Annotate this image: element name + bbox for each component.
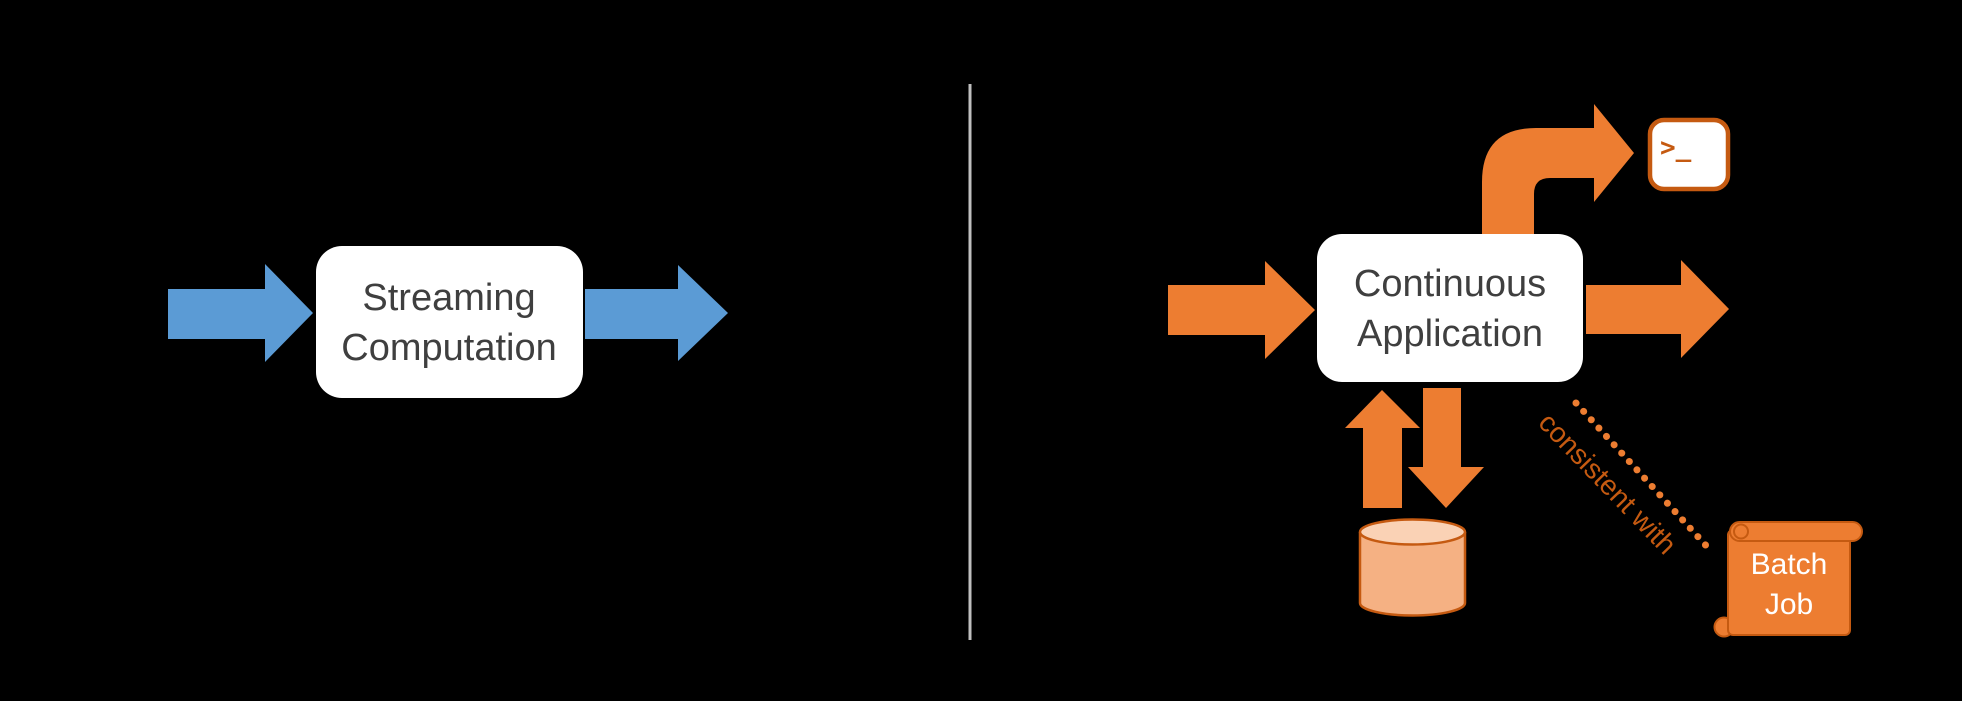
stream-input-arrow-icon — [168, 264, 313, 362]
streaming-box-label-line1: Streaming — [362, 277, 535, 319]
database-icon — [1358, 518, 1467, 617]
stream-output-arrow-icon — [585, 265, 728, 361]
streaming-computation-box — [316, 246, 583, 398]
application-box-label-line2: Application — [1357, 313, 1543, 355]
scroll-top-roll — [1729, 521, 1863, 542]
batch-job-label-line1: Batch — [1751, 548, 1828, 581]
console-icon-prompt: >_ — [1660, 133, 1692, 163]
state-down-arrow-icon — [1408, 388, 1484, 508]
consistency-dotted-line — [1572, 399, 1715, 555]
bent-arrow-to-console-icon — [1482, 104, 1634, 234]
batch-job-label-line2: Job — [1765, 588, 1813, 621]
scroll-top-curl — [1733, 523, 1749, 540]
database-body — [1358, 532, 1467, 617]
continuous-application-diagram: Continuous Application >_ consistent wit… — [1168, 104, 1863, 638]
app-output-arrow-icon — [1586, 260, 1729, 358]
continuous-application-box — [1317, 234, 1583, 382]
consistency-label: consistent with — [1533, 407, 1683, 561]
state-up-arrow-icon — [1345, 390, 1420, 508]
console-icon-frame — [1647, 117, 1731, 192]
console-icon: >_ — [1647, 117, 1731, 192]
app-input-arrow-icon — [1168, 261, 1315, 359]
batch-job-scroll: Batch Job — [1713, 521, 1863, 638]
section-divider — [968, 84, 972, 640]
streaming-box-label-line2: Computation — [341, 327, 556, 369]
database-top — [1358, 518, 1467, 546]
streaming-computation-diagram: Streaming Computation — [168, 246, 728, 398]
application-box-label-line1: Continuous — [1354, 263, 1546, 305]
